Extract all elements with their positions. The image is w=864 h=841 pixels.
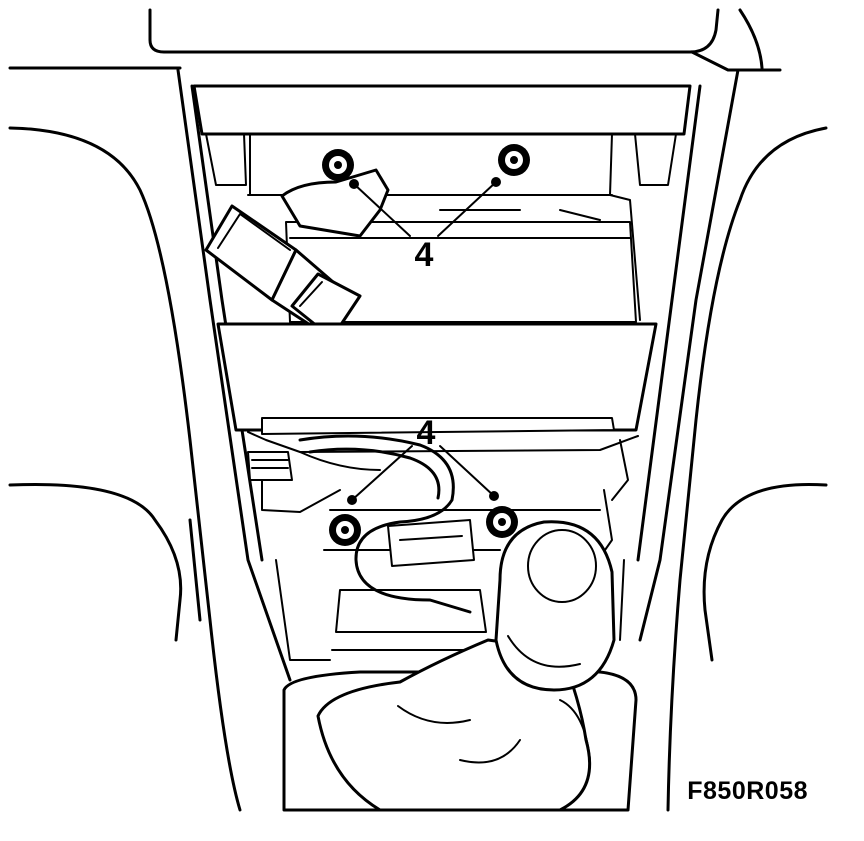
gear-lever-knob — [494, 520, 616, 692]
lower-right-screw — [486, 506, 518, 538]
right-seat-contour — [666, 126, 828, 812]
upper-cavity — [205, 133, 677, 323]
dashboard-panel — [8, 8, 782, 72]
lower-callout-leaders — [347, 445, 499, 505]
figure-code: F850R058 — [687, 777, 808, 805]
middle-trim-bar — [216, 322, 658, 432]
wiring-harness — [298, 434, 475, 614]
upper-left-screw — [322, 149, 354, 181]
upper-right-screw — [498, 144, 530, 176]
callout-label-lower: 4 — [417, 414, 436, 452]
plug-connector — [204, 168, 390, 340]
top-trim-strip — [192, 84, 692, 136]
lower-left-screw — [329, 514, 361, 546]
callout-label-upper: 4 — [415, 236, 434, 274]
upper-callout-leaders — [349, 177, 501, 237]
left-seat-contour — [8, 126, 242, 812]
